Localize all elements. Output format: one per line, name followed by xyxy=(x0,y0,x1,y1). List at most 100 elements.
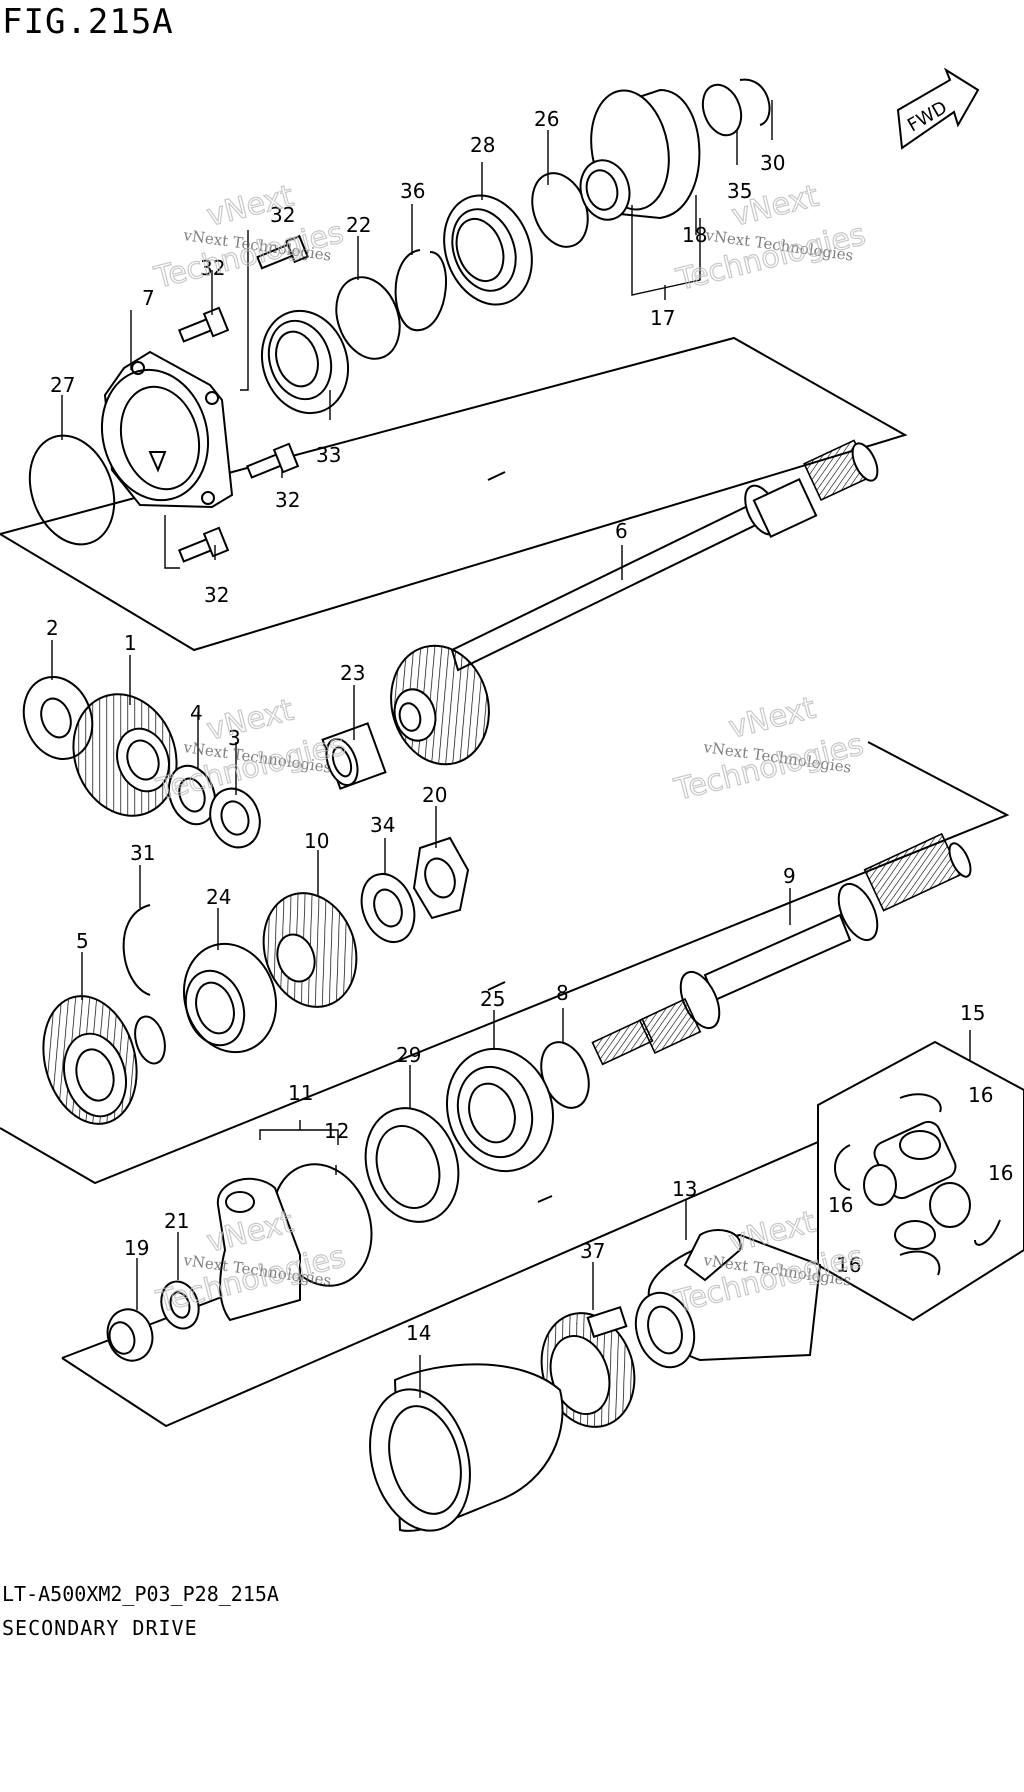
part-label-3: 3 xyxy=(228,726,241,750)
bolt-32d xyxy=(177,526,230,563)
needle-bearing-23 xyxy=(321,722,387,790)
bolt-32c xyxy=(245,442,300,479)
circlip-36 xyxy=(394,249,447,332)
universal-joint-15 xyxy=(863,1120,971,1250)
bolt-32b xyxy=(177,306,230,343)
panel-break-marks xyxy=(487,471,553,1203)
watermark-4: vNext Technologies Technologies vNext xyxy=(670,690,868,809)
shaft-6 xyxy=(450,439,879,672)
part-label-32d: 32 xyxy=(204,583,229,607)
part-label-8: 8 xyxy=(556,981,569,1005)
part-label-21: 21 xyxy=(164,1209,189,1233)
part-label-36: 36 xyxy=(400,179,425,203)
washer-4 xyxy=(167,764,217,826)
yoke-13 xyxy=(634,1229,822,1369)
part-label-22: 22 xyxy=(346,213,371,237)
part-label-30: 30 xyxy=(760,151,785,175)
o-ring-27 xyxy=(28,434,116,546)
part-label-32a: 32 xyxy=(270,203,295,227)
part-label-37: 37 xyxy=(580,1239,605,1263)
part-label-32c: 32 xyxy=(275,488,300,512)
ring-35 xyxy=(701,83,743,137)
sleeve-18 xyxy=(579,88,701,221)
group-outline-middle xyxy=(0,741,1010,1185)
part-label-10: 10 xyxy=(304,829,329,853)
part-label-16b: 16 xyxy=(828,1193,853,1217)
ring-22 xyxy=(335,276,401,360)
group-outline-upper xyxy=(0,336,908,652)
svg-text:vNext: vNext xyxy=(725,691,819,746)
svg-text:vNext: vNext xyxy=(203,693,297,748)
bevel-gear-5 xyxy=(42,995,166,1125)
part-label-15: 15 xyxy=(960,1001,985,1025)
circlip-16d xyxy=(899,1250,941,1276)
roller-bearing-24 xyxy=(182,942,278,1054)
part-label-35: 35 xyxy=(727,179,752,203)
washer-34 xyxy=(360,873,416,943)
part-label-29: 29 xyxy=(396,1043,421,1067)
part-label-14: 14 xyxy=(406,1321,431,1345)
circlip-30 xyxy=(739,78,771,126)
part-label-25: 25 xyxy=(480,987,505,1011)
part-label-16d: 16 xyxy=(836,1253,861,1277)
part-label-20: 20 xyxy=(422,783,447,807)
part-label-17: 17 xyxy=(650,306,675,330)
shaft-9 xyxy=(591,832,972,1066)
part-label-9: 9 xyxy=(783,864,796,888)
svg-text:Technologies: Technologies xyxy=(152,727,348,808)
boot-14 xyxy=(369,1363,564,1532)
ball-bearing-25 xyxy=(445,1047,555,1173)
part-label-27: 27 xyxy=(50,373,75,397)
bearing-33 xyxy=(260,309,350,415)
group-outline-lower xyxy=(61,1141,819,1428)
part-label-19: 19 xyxy=(124,1236,149,1260)
part-label-34: 34 xyxy=(370,813,395,837)
pinion-gear-6 xyxy=(390,644,490,766)
nut-3 xyxy=(209,787,261,849)
fwd-arrow: FWD xyxy=(896,67,980,150)
part-label-1: 1 xyxy=(124,631,137,655)
part-label-33: 33 xyxy=(316,443,341,467)
figure-title: FIG.215A xyxy=(2,2,174,42)
nut-20 xyxy=(412,836,470,920)
boot-band-37 xyxy=(540,1305,636,1428)
circlip-31 xyxy=(122,904,151,996)
nut-19 xyxy=(106,1308,154,1362)
part-number-labels: 1 2 3 4 5 6 7 8 9 10 11 12 13 14 15 16 1… xyxy=(46,107,1013,1345)
oil-seal-28 xyxy=(443,194,533,306)
circlip-16c xyxy=(974,1219,1001,1246)
leader-lines xyxy=(51,100,971,1398)
gear-10 xyxy=(262,892,358,1008)
circlip-16a xyxy=(899,1093,942,1113)
part-label-2: 2 xyxy=(46,616,59,640)
part-label-24: 24 xyxy=(206,885,231,909)
part-label-31: 31 xyxy=(130,841,155,865)
circlip-16b xyxy=(834,1144,851,1191)
figure-caption: SECONDARY DRIVE xyxy=(2,1616,198,1640)
watermark-3: vNext Technologies Technologies vNext xyxy=(152,692,350,809)
svg-text:Technologies: Technologies xyxy=(670,727,866,808)
part-label-4: 4 xyxy=(190,701,203,725)
part-label-23: 23 xyxy=(340,661,365,685)
svg-text:Technologies: Technologies xyxy=(150,215,346,296)
part-label-18: 18 xyxy=(682,223,707,247)
watermark-1: vNext Technologies Technologies vNext xyxy=(150,178,348,297)
part-label-12: 12 xyxy=(324,1119,349,1143)
oil-seal-29 xyxy=(364,1107,460,1223)
part-label-13: 13 xyxy=(672,1177,697,1201)
part-label-26: 26 xyxy=(534,107,559,131)
part-label-16c: 16 xyxy=(988,1161,1013,1185)
model-code: LT-A500XM2_P03_P28_215A xyxy=(2,1582,279,1606)
bevel-gear-1 xyxy=(72,693,178,817)
part-label-7: 7 xyxy=(142,286,155,310)
washer-21 xyxy=(160,1280,200,1330)
bolt-32a xyxy=(256,234,309,270)
part-label-5: 5 xyxy=(76,929,89,953)
part-label-32b: 32 xyxy=(200,256,225,280)
part-label-6: 6 xyxy=(615,519,628,543)
bearing-housing-7 xyxy=(100,350,234,509)
yoke-11 xyxy=(216,1163,373,1322)
part-label-16a: 16 xyxy=(968,1083,993,1107)
part-label-28: 28 xyxy=(470,133,495,157)
